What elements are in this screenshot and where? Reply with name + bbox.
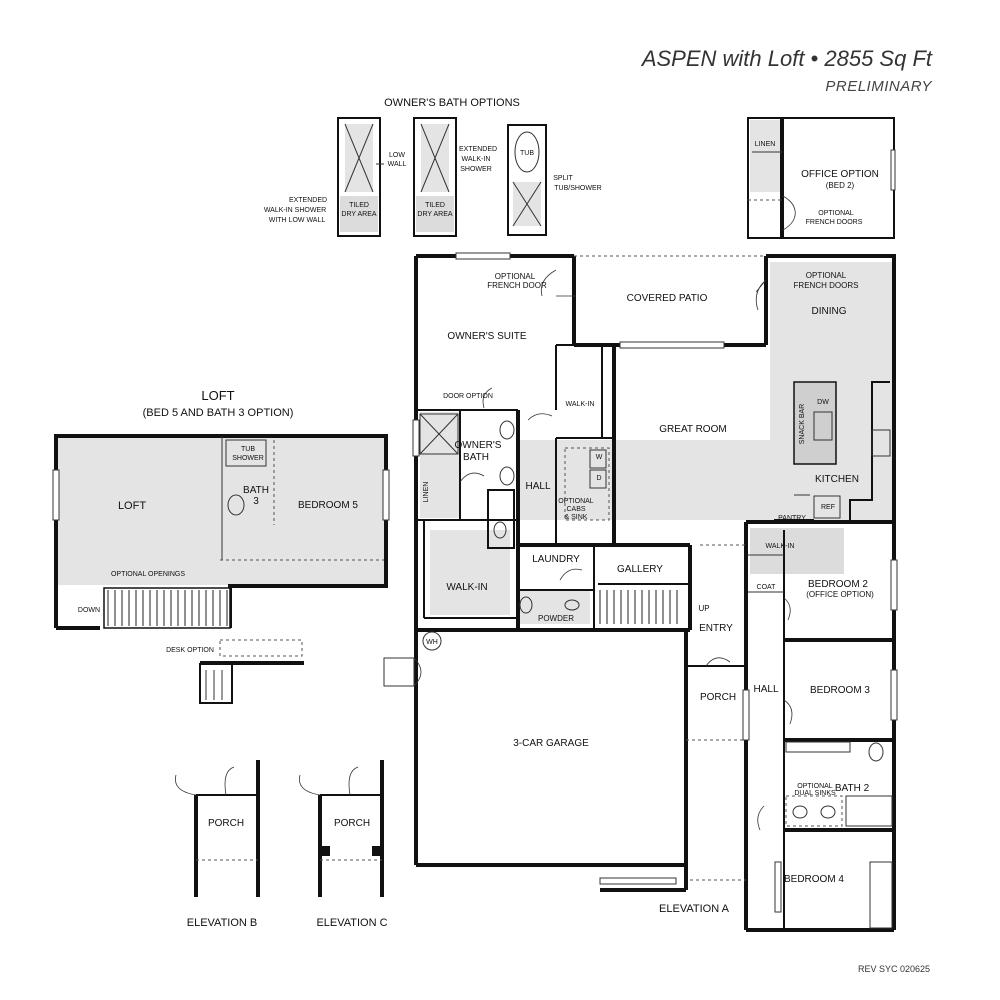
plan-label: LOFT — [118, 500, 146, 512]
plan-label: PANTRY — [778, 515, 806, 522]
plan-label: WALL — [388, 161, 407, 168]
room-hall: HALL — [525, 481, 550, 492]
plan-label: COAT — [757, 584, 777, 591]
plan-label: CABS — [566, 506, 585, 513]
plan-label: TUB/SHOWER — [554, 185, 601, 192]
plan-label: FRENCH DOORS — [794, 281, 859, 290]
plan-label: UP — [698, 604, 709, 613]
plan-label: OPTIONAL — [797, 783, 833, 790]
plan-label: W — [596, 454, 603, 461]
plan-label: TUB — [520, 150, 534, 157]
plan-label: TILED — [425, 202, 445, 209]
elevation-b-label: ELEVATION B — [187, 917, 258, 929]
plan-label: (OFFICE OPTION) — [806, 590, 874, 599]
plan-label: DW — [817, 399, 829, 406]
plan-title: ASPEN with Loft • 2855 Sq Ft — [641, 46, 932, 71]
loft-plan: LOFT (BED 5 AND BATH 3 OPTION) LOFT TUB … — [52, 388, 390, 704]
plan-label: BEDROOM 5 — [298, 500, 358, 511]
plan-label: (BED 2) — [826, 181, 855, 190]
owners-bath-options: OWNER'S BATH OPTIONS TILED DRY AREA LOW … — [264, 97, 602, 237]
plan-label: 3 — [253, 496, 259, 507]
main-floor-plan: OPTIONAL FRENCH DOOR COVERED PATIO OPTIO… — [383, 252, 898, 932]
plan-label: OWNER'S — [455, 440, 502, 451]
plan-label: LOW — [389, 152, 405, 159]
room-bedroom-3: BEDROOM 3 — [810, 685, 870, 696]
elevation-options: PORCH ELEVATION B PORCH ELEVATION C ELEV… — [175, 760, 730, 929]
plan-label: SPLIT — [553, 175, 573, 182]
plan-label: SHOWER — [460, 166, 492, 173]
plan-label: DRY AREA — [341, 211, 376, 218]
plan-label: PORCH — [334, 818, 370, 829]
room-entry: ENTRY — [699, 623, 733, 634]
room-porch: PORCH — [700, 692, 736, 703]
plan-label: PORCH — [208, 818, 244, 829]
room-garage: 3-CAR GARAGE — [513, 738, 589, 749]
bath-options-heading: OWNER'S BATH OPTIONS — [384, 97, 520, 109]
plan-label: OPTIONAL — [818, 210, 854, 217]
plan-label: LINEN — [755, 141, 776, 148]
elevation-a-label: ELEVATION A — [659, 903, 730, 915]
room-owners-suite: OWNER'S SUITE — [447, 331, 526, 342]
plan-label: & SINK — [565, 514, 588, 521]
plan-label: OPTIONAL OPENINGS — [111, 571, 185, 578]
plan-label: POWDER — [538, 614, 574, 623]
plan-status: PRELIMINARY — [825, 78, 932, 95]
revision-code: REV SYC 020625 — [857, 964, 930, 974]
plan-label: DESK OPTION — [166, 647, 214, 654]
plan-label: WALK-IN — [446, 582, 487, 593]
plan-label: OFFICE OPTION — [801, 169, 879, 180]
plan-label: FRENCH DOORS — [806, 219, 863, 226]
plan-label: DRY AREA — [417, 211, 452, 218]
loft-heading: LOFT — [201, 388, 234, 403]
plan-label: WH — [426, 639, 438, 646]
plan-label: TILED — [349, 202, 369, 209]
plan-label: SHOWER — [232, 455, 264, 462]
plan-label: BATH — [243, 485, 269, 496]
elevation-c-label: ELEVATION C — [316, 917, 387, 929]
room-laundry: LAUNDRY — [532, 554, 580, 565]
room-great-room: GREAT ROOM — [659, 424, 726, 435]
plan-label: D — [596, 475, 601, 482]
plan-label: SNACK BAR — [799, 404, 806, 444]
plan-label: OPTIONAL — [495, 272, 536, 281]
plan-label: WITH LOW WALL — [269, 217, 326, 224]
room-kitchen: KITCHEN — [815, 474, 859, 485]
plan-label: OPTIONAL — [558, 498, 594, 505]
plan-label: WALK-IN — [766, 543, 795, 550]
plan-label: DOWN — [78, 607, 100, 614]
plan-label: WALK-IN — [566, 401, 595, 408]
plan-label: DOOR OPTION — [443, 393, 493, 400]
plan-label: REF — [821, 504, 835, 511]
room-hall-2: HALL — [753, 684, 778, 695]
plan-label: BATH — [463, 452, 489, 463]
room-bedroom-2: BEDROOM 2 — [808, 579, 868, 590]
plan-label: EXTENDED — [289, 197, 327, 204]
plan-label: EXTENDED — [459, 146, 497, 153]
plan-label: TUB — [241, 446, 255, 453]
office-option-detail: LINEN OFFICE OPTION (BED 2) OPTIONAL FRE… — [747, 117, 896, 239]
plan-label: DUAL SINKS — [794, 790, 836, 797]
room-bath-2: BATH 2 — [835, 783, 870, 794]
room-gallery: GALLERY — [617, 564, 663, 575]
loft-subheading: (BED 5 AND BATH 3 OPTION) — [143, 407, 294, 419]
plan-label: LINEN — [423, 482, 430, 503]
plan-label: WALK-IN SHOWER — [264, 207, 326, 214]
plan-label: OPTIONAL — [806, 271, 847, 280]
plan-label: FRENCH DOOR — [487, 281, 547, 290]
room-covered-patio: COVERED PATIO — [627, 293, 708, 304]
plan-label: WALK-IN — [462, 156, 491, 163]
room-bedroom-4: BEDROOM 4 — [784, 874, 844, 885]
room-dining: DINING — [812, 306, 847, 317]
